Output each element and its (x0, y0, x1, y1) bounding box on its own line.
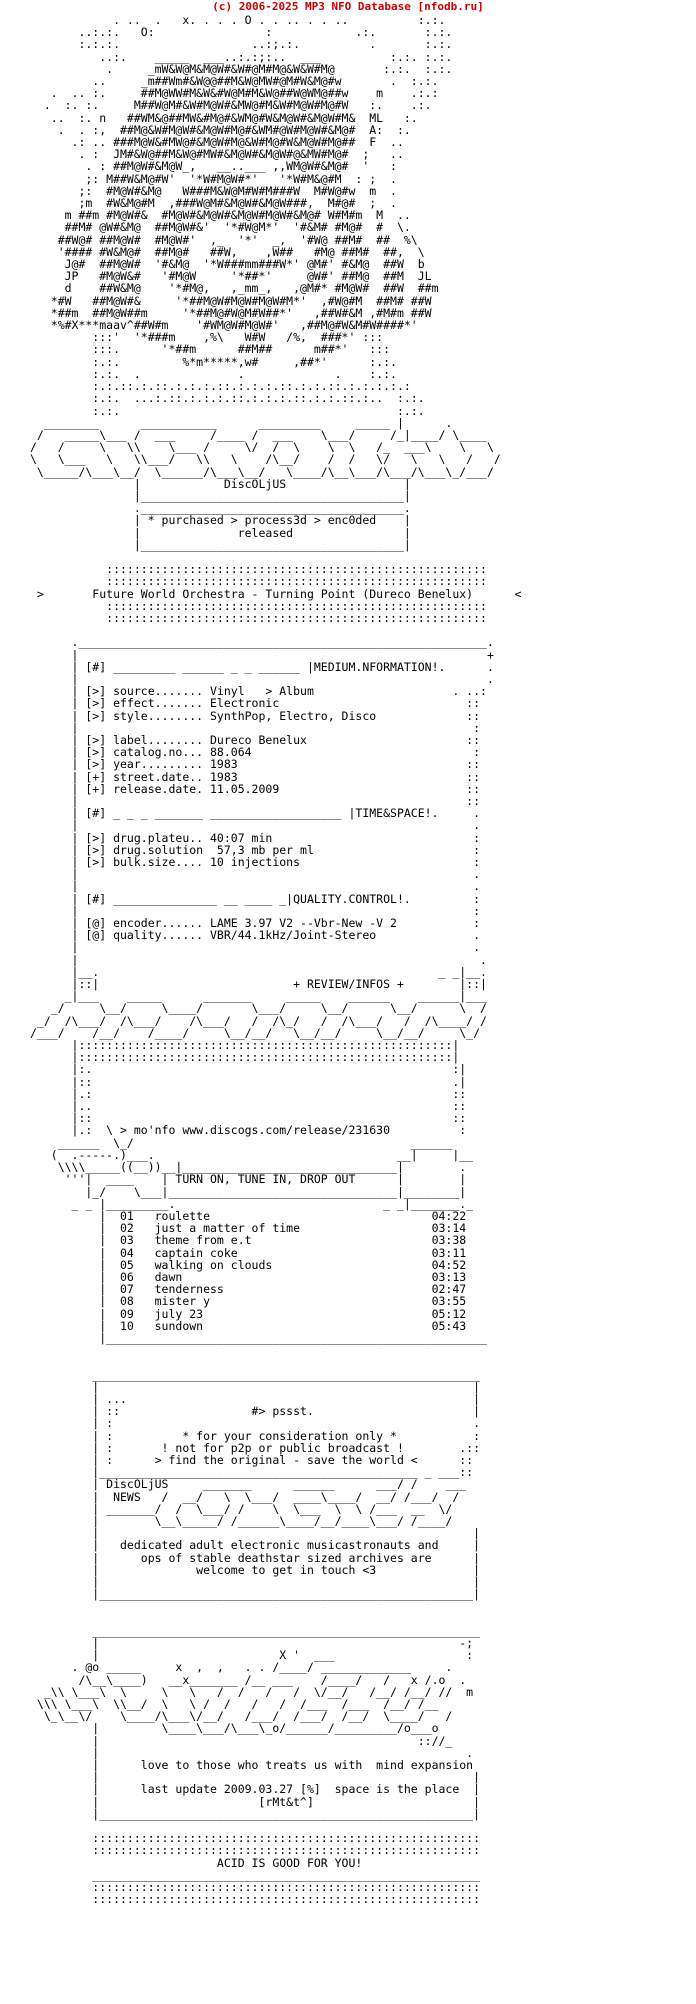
site-header: (c) 2006-2025 MP3 NFO Database [nfodb.ru… (212, 0, 484, 13)
nfo-text: . .. . x. . . . O . . .. . . .. :.:. ..:… (30, 13, 522, 1907)
